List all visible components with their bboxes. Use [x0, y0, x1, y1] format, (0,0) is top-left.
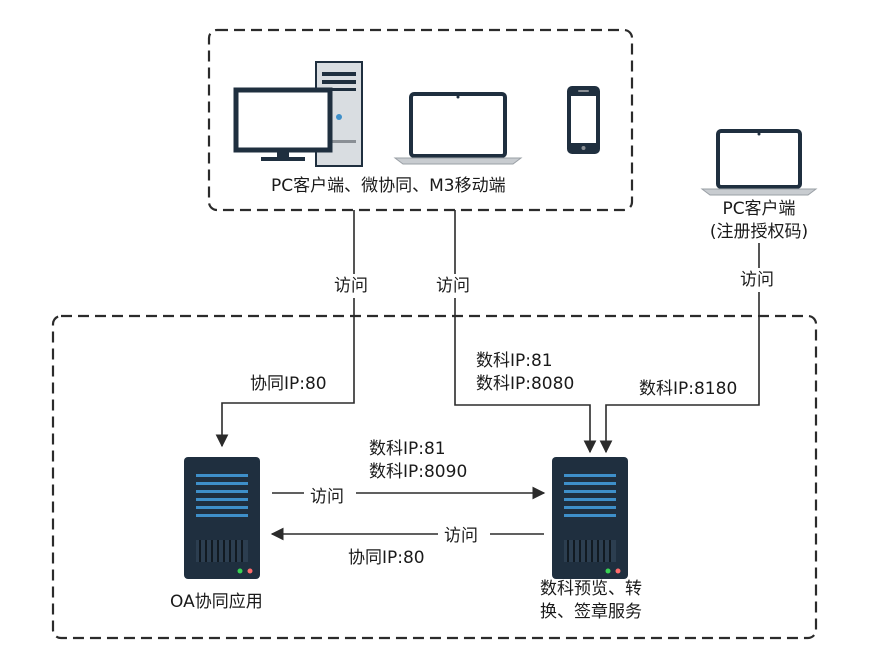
edge-oa-to-dkey-target-line2: 数科IP:8090	[369, 462, 468, 482]
edge-group-to-oa	[215, 210, 355, 448]
edge-group-to-dkey	[454, 210, 597, 454]
laptop-icon	[393, 92, 523, 165]
dkey-server-caption-line1: 数科预览、转	[540, 579, 642, 599]
pc-client-caption-line2: (注册授权码)	[709, 222, 809, 242]
edge-group-to-dkey-target-line2: 数科IP:8080	[476, 374, 575, 394]
dkey-server-caption-line2: 换、签章服务	[540, 602, 642, 622]
dkey-server-icon	[552, 457, 628, 579]
edge-oa-to-dkey-target-line1: 数科IP:81	[369, 439, 446, 459]
edge-dkey-to-oa-action: 访问	[444, 526, 478, 546]
clients-group-caption: PC客户端、微协同、M3移动端	[271, 176, 506, 196]
edge-pc-to-dkey-action: 访问	[740, 270, 774, 290]
edge-group-to-dkey-target-line1: 数科IP:81	[476, 351, 553, 371]
desktop-pc-icon	[233, 61, 363, 167]
edge-group-to-oa-action: 访问	[334, 276, 368, 296]
standalone-laptop-icon	[700, 129, 818, 196]
oa-server-icon	[184, 457, 260, 579]
mobile-phone-icon	[567, 86, 600, 154]
edge-oa-to-dkey-action: 访问	[310, 487, 344, 507]
clients-group-box	[207, 28, 634, 212]
edge-dkey-to-oa-target: 协同IP:80	[348, 548, 425, 568]
edge-pc-to-dkey	[599, 243, 760, 454]
server-zone-box	[51, 314, 818, 640]
edge-group-to-oa-target: 协同IP:80	[250, 374, 327, 394]
oa-server-caption: OA协同应用	[170, 592, 263, 612]
edge-pc-to-dkey-target: 数科IP:8180	[639, 379, 738, 399]
pc-client-caption-line1: PC客户端	[722, 199, 796, 219]
edge-group-to-dkey-action: 访问	[436, 276, 470, 296]
